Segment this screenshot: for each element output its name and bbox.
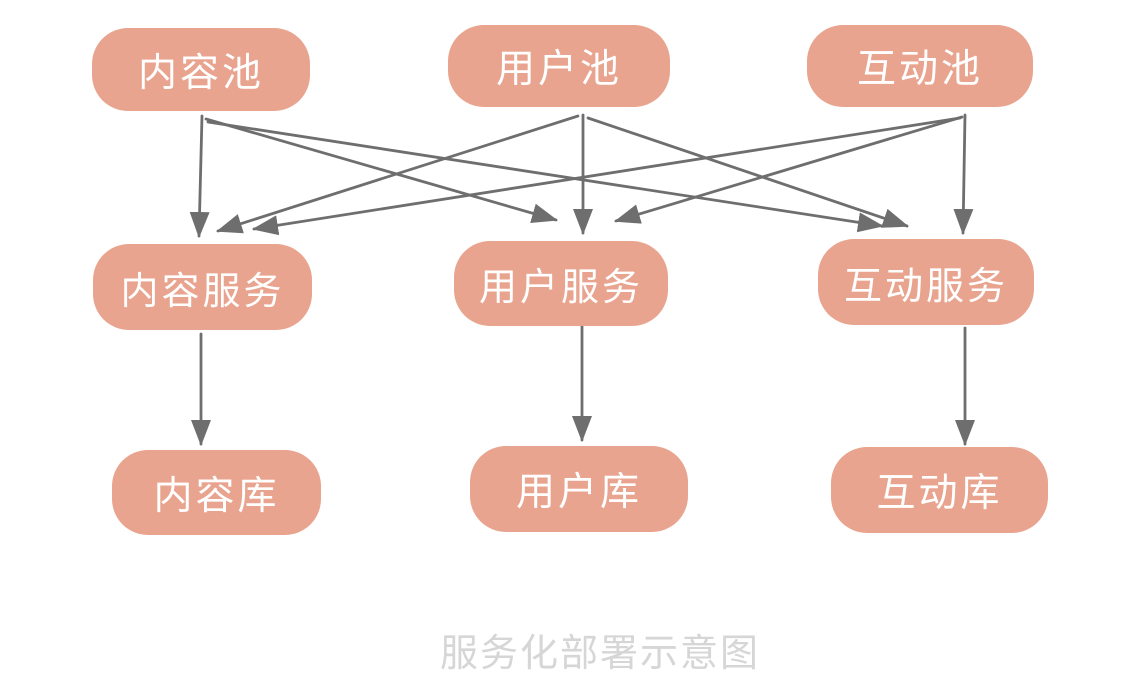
node-content-service: 内容服务	[93, 244, 312, 330]
diagram-caption: 服务化部署示意图	[439, 631, 760, 675]
arrow-interaction-pool-to-interaction-service	[953, 113, 974, 235]
node-interaction-service: 互动服务	[818, 239, 1034, 325]
arrow-interaction-pool-to-content-service	[252, 116, 962, 236]
arrow-user-pool-to-content-service	[216, 114, 580, 234]
arrow-content-pool-to-user-service	[204, 117, 558, 223]
node-user-pool: 用户池	[448, 25, 670, 107]
arrow-content-pool-to-content-service	[189, 114, 210, 238]
arrow-content-pool-to-interaction-service	[206, 120, 884, 233]
node-interaction-db: 互动库	[831, 447, 1048, 533]
arrow-user-pool-to-interaction-service	[586, 116, 909, 228]
node-user-db: 用户库	[470, 446, 688, 532]
node-content-db: 内容库	[112, 450, 321, 535]
node-interaction-pool: 互动池	[807, 25, 1033, 107]
node-user-service: 用户服务	[454, 241, 668, 326]
arrow-interaction-pool-to-user-service	[614, 115, 964, 224]
node-content-pool: 内容池	[92, 28, 310, 111]
